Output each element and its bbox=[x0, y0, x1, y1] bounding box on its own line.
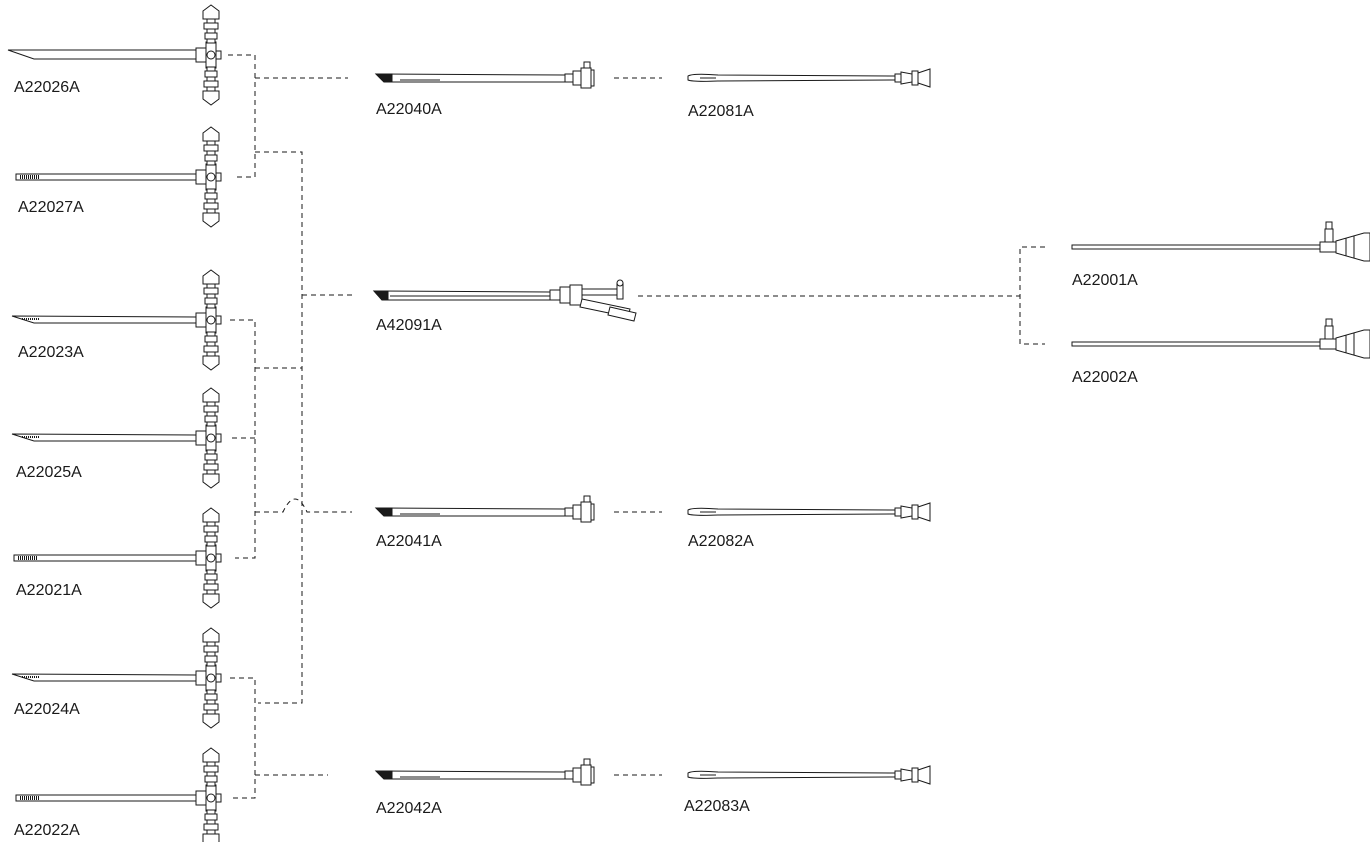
label-sheath-A22026A: A22026A bbox=[14, 79, 80, 96]
bridge-drawing-A22040A bbox=[374, 61, 595, 89]
connector-line bbox=[1019, 246, 1045, 345]
bridge-drawing-A22041A bbox=[374, 495, 595, 523]
sheath-drawing-A22026A bbox=[7, 4, 222, 106]
telescope-drawing-A22001A bbox=[1071, 221, 1370, 262]
instruments-layer bbox=[7, 4, 1370, 847]
bridge-drawing-A22042A bbox=[374, 758, 595, 786]
connector-line bbox=[255, 498, 352, 513]
obturator-drawing-A22082A bbox=[687, 502, 931, 522]
sheath-drawing-A22021A bbox=[13, 507, 222, 609]
sheath-drawing-A22024A bbox=[11, 627, 222, 729]
sheath-drawing-A22025A bbox=[11, 387, 222, 489]
label-sheath-A22025A: A22025A bbox=[16, 464, 82, 481]
telescope-drawing-A22002A bbox=[1071, 318, 1370, 359]
working-element-drawing-A42091A bbox=[372, 279, 637, 322]
sheath-drawing-A22027A bbox=[15, 126, 222, 228]
connector-lines bbox=[228, 54, 1045, 799]
label-middle-A22042A: A22042A bbox=[376, 800, 442, 817]
connector-line bbox=[230, 677, 256, 799]
label-telescope-A22001A: A22001A bbox=[1072, 272, 1138, 289]
obturator-drawing-A22083A bbox=[687, 765, 931, 785]
label-sheath-A22023A: A22023A bbox=[18, 344, 84, 361]
label-telescope-A22002A: A22002A bbox=[1072, 369, 1138, 386]
label-obturator-A22081A: A22081A bbox=[688, 103, 754, 120]
label-sheath-A22021A: A22021A bbox=[16, 582, 82, 599]
connector-line bbox=[230, 319, 256, 559]
label-obturator-A22083A: A22083A bbox=[684, 798, 750, 815]
sheath-drawing-A22023A bbox=[11, 269, 222, 371]
label-sheath-A22027A: A22027A bbox=[18, 199, 84, 216]
label-sheath-A22024A: A22024A bbox=[14, 701, 80, 718]
connector-line bbox=[228, 54, 256, 178]
label-middle-A22041A: A22041A bbox=[376, 533, 442, 550]
sheath-drawing-A22022A bbox=[15, 747, 222, 847]
label-middle-A22040A: A22040A bbox=[376, 101, 442, 118]
connector-line bbox=[255, 151, 303, 704]
obturator-drawing-A22081A bbox=[687, 68, 931, 88]
label-sheath-A22022A: A22022A bbox=[14, 822, 80, 839]
label-middle-A42091A: A42091A bbox=[376, 317, 442, 334]
label-obturator-A22082A: A22082A bbox=[688, 533, 754, 550]
